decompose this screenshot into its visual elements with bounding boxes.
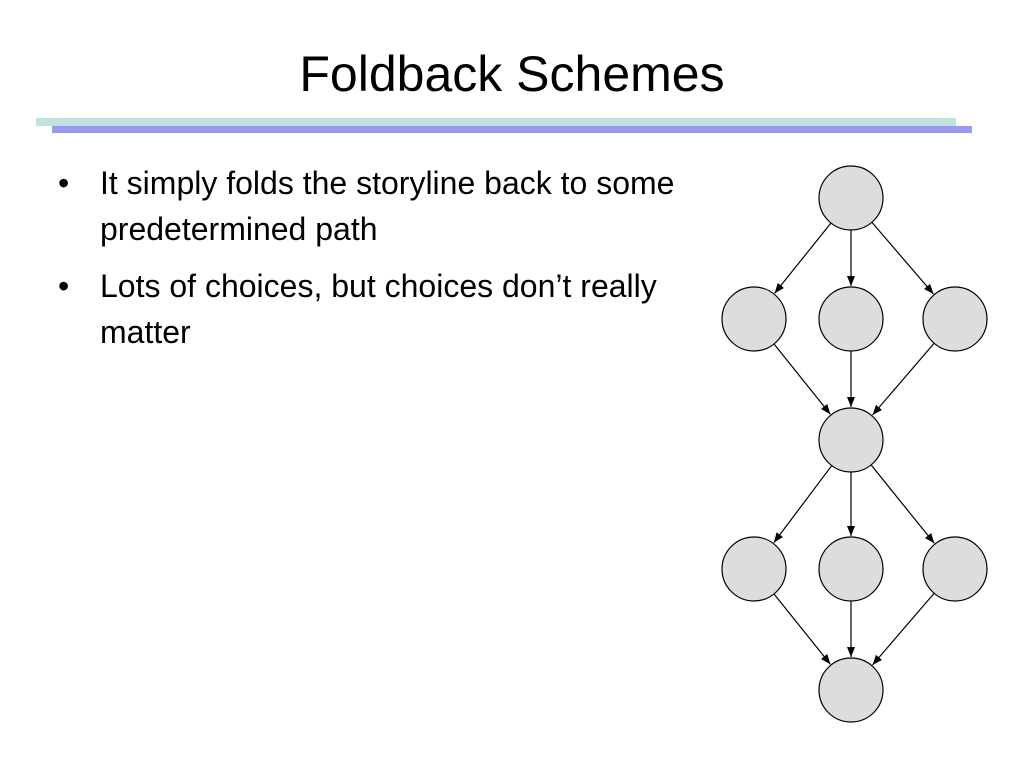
node-n7	[818, 536, 884, 602]
node-n6	[721, 536, 787, 602]
title-rule-back	[36, 118, 956, 126]
bullet-item: • Lots of choices, but choices don’t rea…	[56, 263, 726, 355]
edge-n2-n5	[773, 343, 831, 415]
node-n5	[818, 407, 884, 473]
edge-n5-n8	[870, 464, 935, 544]
slide-title: Foldback Schemes	[299, 46, 725, 102]
node-n1	[818, 165, 884, 231]
node-n4	[922, 286, 988, 352]
edge-n5-n6	[773, 465, 833, 543]
bullet-item: • It simply folds the storyline back to …	[56, 160, 726, 252]
bullet-dot-icon: •	[58, 268, 70, 304]
edge-n1-n4	[871, 221, 934, 295]
edges-layer	[773, 221, 935, 666]
edge-n1-n2	[774, 222, 832, 294]
node-n9	[818, 657, 884, 723]
node-n3	[818, 286, 884, 352]
title-rule-front	[52, 126, 972, 133]
node-n2	[721, 286, 787, 352]
bullet-list: • It simply folds the storyline back to …	[56, 160, 726, 366]
node-n8	[922, 536, 988, 602]
edge-n6-n9	[773, 593, 831, 665]
edge-n4-n5	[872, 342, 935, 416]
edge-n8-n9	[872, 592, 935, 666]
bullet-text: It simply folds the storyline back to so…	[100, 165, 675, 247]
nodes-layer	[721, 165, 988, 723]
bullet-text: Lots of choices, but choices don’t reall…	[100, 268, 657, 350]
bullet-dot-icon: •	[58, 165, 70, 201]
